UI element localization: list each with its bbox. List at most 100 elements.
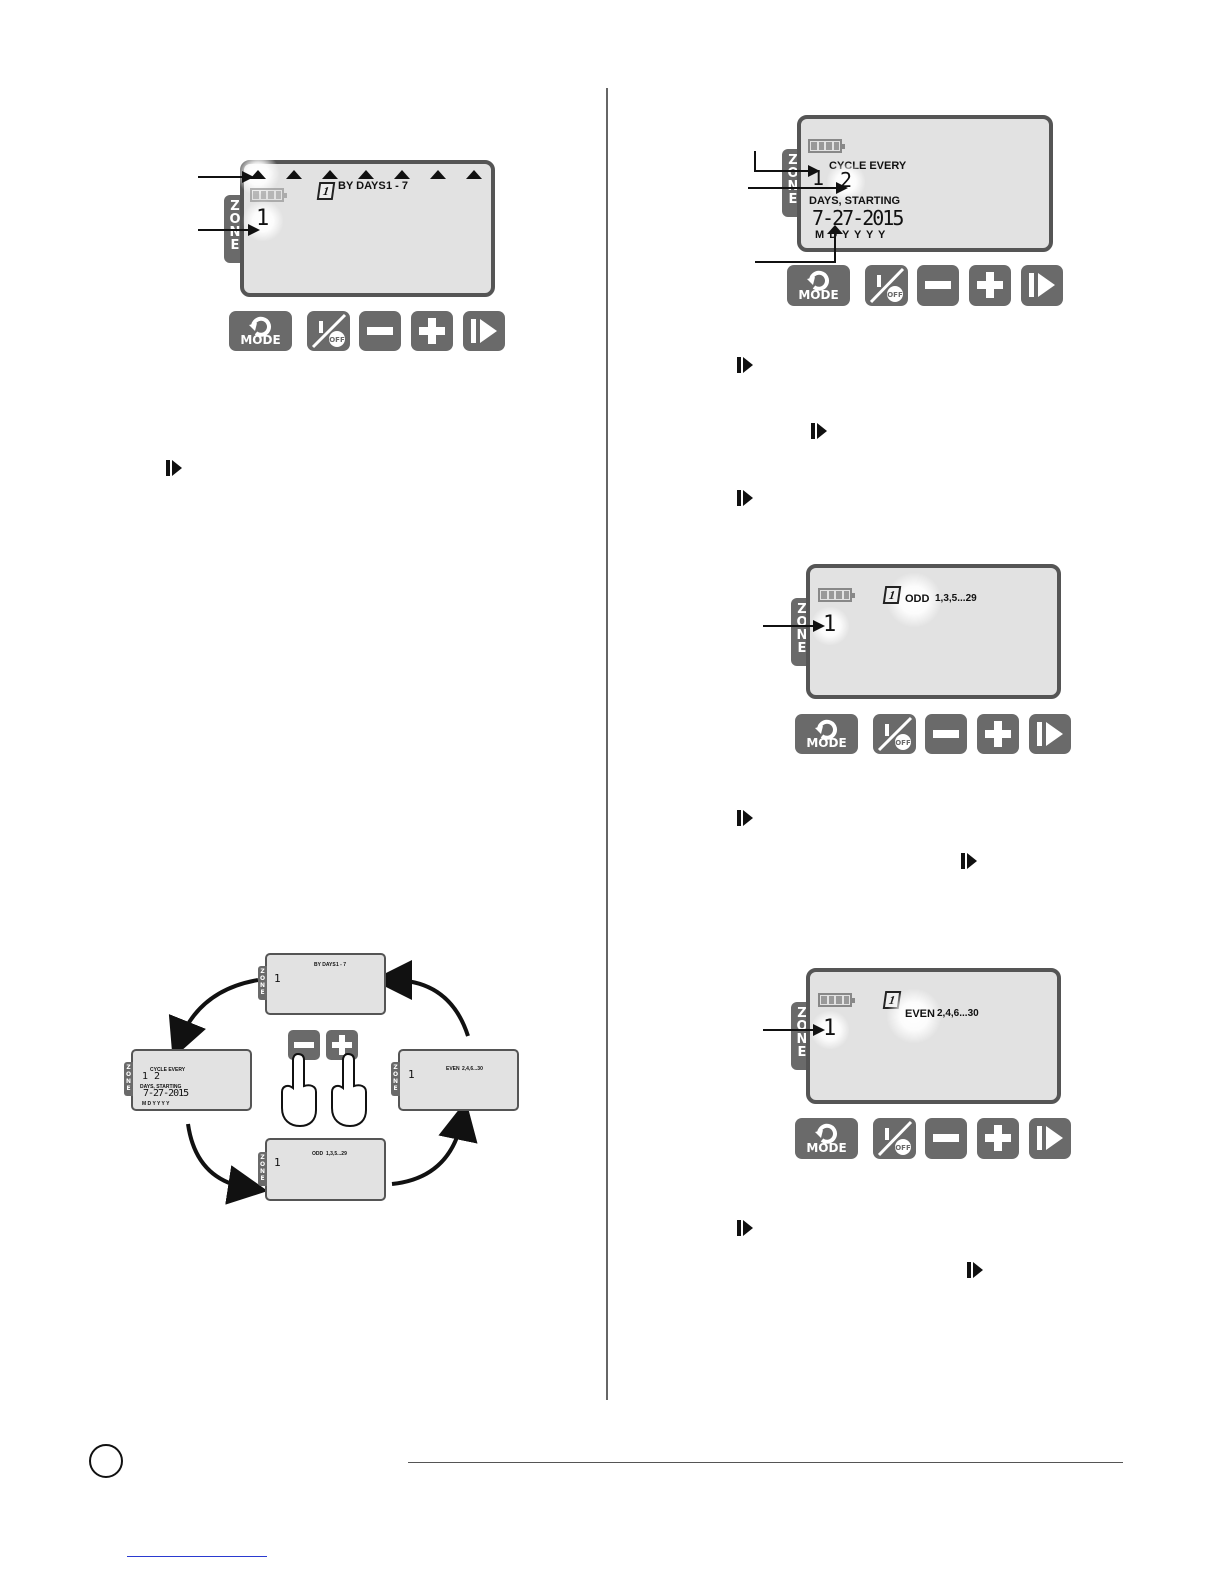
day-pointer-1: [250, 170, 266, 179]
minus-icon: [933, 1134, 959, 1142]
minus-button[interactable]: [288, 1030, 320, 1060]
minus-button[interactable]: [925, 714, 967, 754]
next-icon: [471, 319, 497, 343]
next-button[interactable]: [463, 311, 505, 351]
next-icon: [1029, 273, 1055, 297]
mode-button[interactable]: MODE: [229, 311, 292, 351]
schedule-mode-text: BY DAYS: [338, 180, 386, 192]
mini-date: 7-27-2015: [143, 1088, 189, 1099]
plus-button[interactable]: [977, 714, 1019, 754]
plus-button[interactable]: [969, 265, 1011, 306]
next-icon: [737, 1220, 753, 1236]
mode-icon: [807, 270, 829, 291]
sprinkler-off-button[interactable]: OFF: [307, 311, 350, 351]
flash-highlight: [886, 988, 942, 1044]
callout-arrow: [198, 229, 250, 231]
mode-button[interactable]: MODE: [795, 714, 858, 754]
days-starting-label: DAYS, STARTING: [809, 195, 901, 207]
mini-lcd-odd: [265, 1138, 386, 1201]
callout-arrow: [754, 170, 810, 172]
sprinkler-off-button[interactable]: OFF: [865, 265, 908, 306]
mini-cycle-label: CYCLE EVERY: [150, 1067, 186, 1073]
callout-arrow: [754, 151, 756, 171]
day-pointer-2: [286, 170, 302, 179]
column-divider: [606, 88, 608, 1400]
sprinkler-off-icon: OFF: [869, 267, 905, 304]
mode-icon: [249, 316, 271, 337]
calendar-icon: 1: [316, 182, 336, 200]
finger-icon: [281, 1052, 317, 1128]
next-button[interactable]: [1029, 1118, 1071, 1159]
mini-range-text: 2,4,6...30: [462, 1066, 483, 1072]
callout-arrowhead: [808, 165, 820, 177]
mini-mode-text: ODD: [312, 1151, 324, 1157]
callout-arrowhead: [248, 224, 260, 236]
day-pointer-5: [394, 170, 410, 179]
next-button[interactable]: [1021, 265, 1063, 306]
start-date: 7-27-2015: [812, 206, 904, 230]
minus-button[interactable]: [359, 311, 401, 351]
date-format: M D Y Y Y Y: [815, 229, 887, 241]
plus-icon: [985, 1125, 1011, 1151]
minus-button[interactable]: [925, 1118, 967, 1159]
finger-icon: [331, 1052, 367, 1128]
mode-icon: [815, 1123, 837, 1144]
schedule-range-text: 1 - 7: [386, 180, 409, 192]
next-icon: [1037, 722, 1063, 746]
svg-text:OFF: OFF: [329, 336, 345, 344]
next-icon: [737, 357, 753, 373]
next-icon: [737, 810, 753, 826]
mini-zone-number: 1: [274, 1156, 281, 1169]
callout-arrow: [198, 176, 244, 178]
plus-icon: [419, 318, 445, 344]
plus-button[interactable]: [411, 311, 453, 351]
next-icon: [811, 423, 827, 439]
minus-icon: [933, 730, 959, 738]
cycle-arrows: [168, 960, 478, 1205]
mini-days-starting: DAYS, STARTING: [140, 1084, 182, 1090]
mini-mode-text: BY DAYS: [314, 962, 336, 968]
mini-mode-text: EVEN: [446, 1066, 460, 1072]
svg-text:OFF: OFF: [895, 739, 911, 747]
sprinkler-off-icon: OFF: [877, 716, 913, 752]
minus-button[interactable]: [917, 265, 959, 306]
page-number-circle: [89, 1444, 123, 1478]
mini-range-text: 1 - 7: [336, 962, 347, 968]
svg-text:OFF: OFF: [887, 291, 903, 299]
sprinkler-off-button[interactable]: OFF: [873, 1118, 916, 1159]
footer-rule: [408, 1462, 1123, 1463]
mini-lcd-even: [398, 1049, 519, 1111]
callout-arrow: [763, 625, 815, 627]
next-icon: [166, 460, 182, 476]
plus-icon: [332, 1035, 352, 1055]
callout-arrowhead: [836, 182, 848, 194]
calendar-icon: 1: [882, 586, 902, 604]
plus-icon: [977, 272, 1003, 298]
mode-icon: [815, 719, 837, 740]
sprinkler-off-icon: OFF: [877, 1120, 913, 1157]
minus-icon: [367, 327, 393, 335]
next-icon: [1037, 1126, 1063, 1150]
mode-button[interactable]: MODE: [787, 265, 850, 306]
sprinkler-off-icon: OFF: [311, 313, 347, 349]
minus-icon: [294, 1042, 314, 1048]
callout-arrow: [763, 1029, 815, 1031]
next-icon: [967, 1262, 983, 1278]
callout-arrowhead: [813, 1024, 825, 1036]
svg-text:OFF: OFF: [895, 1144, 911, 1152]
next-button[interactable]: [1029, 714, 1071, 754]
plus-button[interactable]: [977, 1118, 1019, 1159]
callout-arrowhead: [242, 171, 254, 183]
minus-icon: [925, 281, 951, 289]
day-pointer-4: [358, 170, 374, 179]
callout-arrow: [748, 187, 838, 189]
sprinkler-off-button[interactable]: OFF: [873, 714, 916, 754]
mini-date-format: M D Y Y Y Y: [142, 1101, 170, 1107]
mode-button[interactable]: MODE: [795, 1118, 858, 1159]
mini-lcd-by-days: [265, 953, 386, 1015]
battery-icon: [808, 139, 845, 153]
mini-zone-number: 1: [274, 972, 281, 985]
mini-range-text: 1,3,5...29: [326, 1151, 347, 1157]
